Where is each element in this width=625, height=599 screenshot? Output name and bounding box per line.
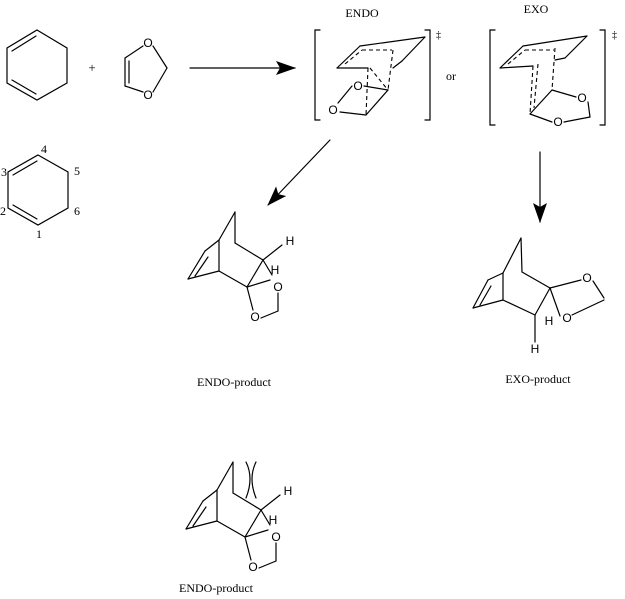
oxygen-atom: O [250, 310, 259, 324]
oxygen-atom: O [328, 103, 337, 117]
cyclohexadiene [6, 29, 68, 101]
hydrogen-atom: H [531, 342, 540, 356]
oxygen-atom: O [248, 560, 257, 574]
oxygen-atom: O [562, 311, 571, 325]
oxygen-atom: O [553, 115, 562, 129]
oxygen-atom: O [582, 271, 591, 285]
oxygen-atom: O [577, 91, 586, 105]
oxygen-atom: O [353, 79, 362, 93]
steric-clash-arc [245, 461, 251, 499]
double-dagger: ‡ [612, 30, 617, 41]
exo-ts-label: EXO [524, 2, 549, 16]
atom-number-1: 1 [36, 227, 42, 241]
numbered-cyclohexadiene: 4 5 6 1 2 3 [0, 142, 80, 241]
oxygen-atom: O [273, 280, 282, 294]
hydrogen-atom: H [545, 314, 554, 328]
exo-transition-state: ‡ O O [489, 29, 617, 129]
atom-number-4: 4 [41, 142, 47, 156]
atom-number-2: 2 [0, 204, 6, 218]
atom-number-3: 3 [1, 165, 7, 179]
exo-product-label: EXO-product [505, 372, 571, 386]
atom-number-5: 5 [74, 164, 80, 178]
endo-product-steric-structure: H H O O [185, 461, 293, 574]
oxygen-atom: O [143, 36, 152, 50]
hydrogen-atom: H [284, 484, 293, 498]
endo-ts-label: ENDO [345, 6, 379, 20]
oxygen-atom: O [271, 530, 280, 544]
hydrogen-atom: H [286, 234, 295, 248]
endo-arrow [267, 139, 331, 206]
endo-transition-state: ‡ O O [314, 29, 441, 121]
exo-product-structure: O O H H [472, 237, 605, 356]
dioxole: O O [124, 36, 168, 102]
or-text: or [446, 69, 456, 83]
atom-number-6: 6 [74, 204, 80, 218]
oxygen-atom: O [143, 88, 152, 102]
endo-product-label: ENDO-product [197, 375, 272, 389]
steric-clash-arc [251, 461, 257, 499]
double-dagger: ‡ [436, 30, 441, 41]
plus-sign: + [88, 60, 95, 75]
hydrogen-atom: H [271, 263, 280, 277]
endo-product-structure: H H O O [187, 211, 295, 324]
hydrogen-atom: H [269, 513, 278, 527]
endo-product-bottom-label: ENDO-product [179, 581, 254, 595]
